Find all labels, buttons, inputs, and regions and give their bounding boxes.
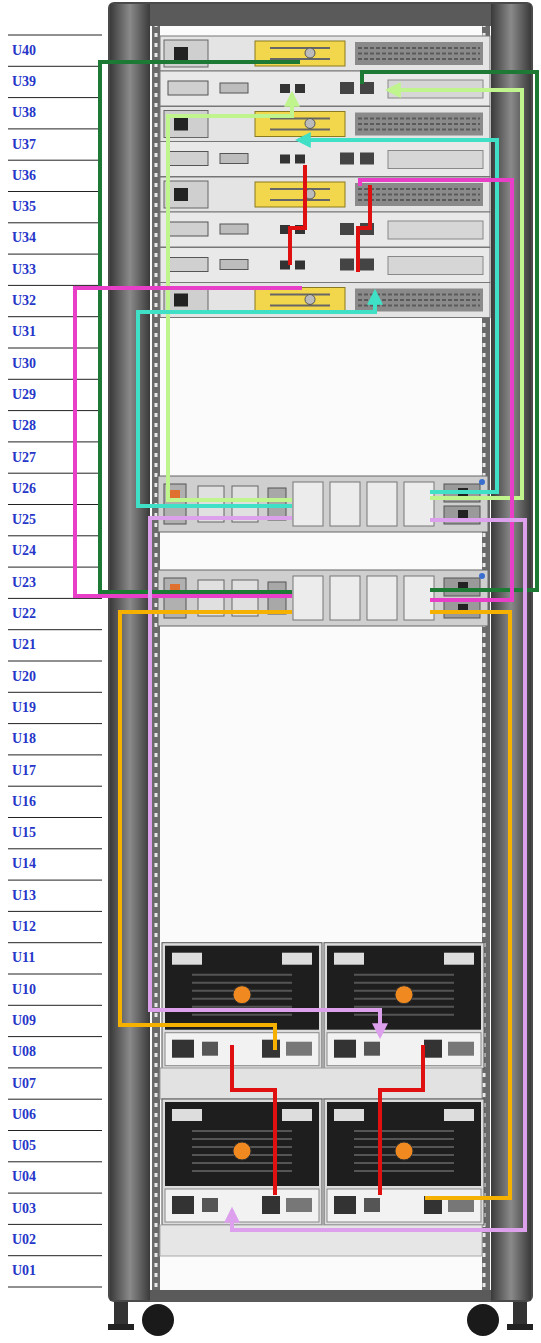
unit-label: U32 bbox=[12, 293, 36, 309]
unit-label: U19 bbox=[12, 700, 36, 716]
green-cable bbox=[100, 62, 300, 592]
unit-label: U40 bbox=[12, 43, 36, 59]
unit-label: U11 bbox=[12, 950, 35, 966]
disk-shelf-module bbox=[162, 1099, 322, 1225]
unit-label: U17 bbox=[12, 763, 36, 779]
unit-label: U13 bbox=[12, 888, 36, 904]
rack-top bbox=[150, 4, 491, 26]
unit-label: U07 bbox=[12, 1076, 36, 1092]
unit-label: U39 bbox=[12, 74, 36, 90]
rack-foot bbox=[507, 1324, 533, 1330]
rack-post bbox=[110, 4, 150, 1300]
unit-label: U09 bbox=[12, 1013, 36, 1029]
unit-label: U38 bbox=[12, 105, 36, 121]
unit-label: U06 bbox=[12, 1107, 36, 1123]
unit-label: U27 bbox=[12, 450, 36, 466]
unit-label: U26 bbox=[12, 481, 36, 497]
unit-label: U34 bbox=[12, 230, 36, 246]
unit-label: U01 bbox=[12, 1263, 36, 1279]
lavender-cable bbox=[232, 520, 525, 1230]
unit-label: U35 bbox=[12, 199, 36, 215]
unit-label: U15 bbox=[12, 825, 36, 841]
unit-label: U20 bbox=[12, 669, 36, 685]
caster-wheel bbox=[467, 1304, 499, 1336]
light-green-cable bbox=[168, 94, 292, 500]
rack-foot bbox=[114, 1302, 128, 1326]
disk-shelf-module bbox=[324, 943, 484, 1069]
unit-label: U05 bbox=[12, 1138, 36, 1154]
rack-rail bbox=[152, 26, 160, 1292]
rack-foot bbox=[513, 1302, 527, 1326]
unit-label: U36 bbox=[12, 168, 36, 184]
rack-interior bbox=[150, 26, 491, 1292]
disk-shelf-module bbox=[324, 1099, 484, 1225]
orange-cable bbox=[120, 612, 292, 1050]
cabling bbox=[75, 62, 537, 1230]
unit-label: U28 bbox=[12, 418, 36, 434]
storage-enclosure bbox=[160, 248, 490, 318]
unit-label: U10 bbox=[12, 982, 36, 998]
unit-label: U02 bbox=[12, 1232, 36, 1248]
unit-label: U33 bbox=[12, 262, 36, 278]
rack-foot bbox=[108, 1324, 134, 1330]
red-cable bbox=[380, 1045, 423, 1195]
blank-panel bbox=[160, 1068, 482, 1099]
unit-label: U30 bbox=[12, 356, 36, 372]
rack-bottom bbox=[150, 1290, 491, 1302]
red-cable bbox=[232, 1045, 275, 1195]
red-cable bbox=[358, 185, 370, 272]
unit-label: U25 bbox=[12, 512, 36, 528]
magenta-cable bbox=[75, 288, 302, 596]
unit-label: U03 bbox=[12, 1201, 36, 1217]
lavender-cable bbox=[150, 518, 380, 1036]
unit-label: U16 bbox=[12, 794, 36, 810]
unit-label: U31 bbox=[12, 324, 36, 340]
magenta-cable bbox=[360, 180, 512, 600]
unit-label: U04 bbox=[12, 1169, 36, 1185]
storage-enclosure bbox=[160, 177, 490, 247]
disk-shelf-module bbox=[162, 943, 322, 1069]
orange-cable bbox=[425, 612, 510, 1198]
unit-label: U22 bbox=[12, 606, 36, 622]
light-green-cable bbox=[388, 90, 522, 498]
unit-label: U21 bbox=[12, 637, 36, 653]
cyan-cable bbox=[138, 292, 375, 506]
rack-frame bbox=[108, 2, 533, 1302]
unit-label: U18 bbox=[12, 731, 36, 747]
red-cable bbox=[290, 165, 305, 265]
unit-label: U29 bbox=[12, 387, 36, 403]
unit-separator bbox=[8, 35, 102, 1287]
unit-label: U23 bbox=[12, 575, 36, 591]
unit-label: U08 bbox=[12, 1044, 36, 1060]
unit-label: U37 bbox=[12, 137, 36, 153]
unit-label: U14 bbox=[12, 856, 36, 872]
caster-wheel bbox=[142, 1304, 174, 1336]
unit-label: U24 bbox=[12, 543, 36, 559]
cyan-cable bbox=[298, 140, 497, 492]
unit-label: U12 bbox=[12, 919, 36, 935]
